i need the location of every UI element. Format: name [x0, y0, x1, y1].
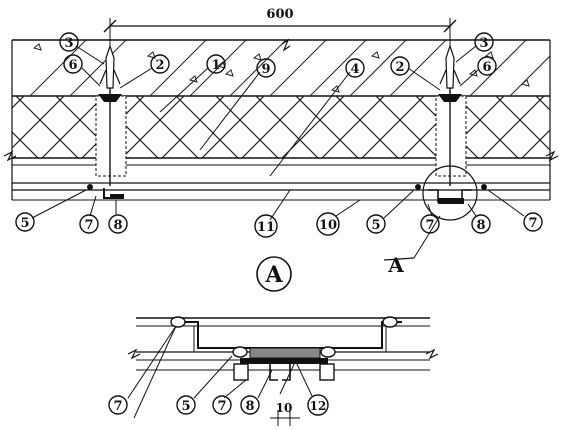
svg-text:7: 7 — [217, 399, 226, 414]
svg-text:10: 10 — [319, 218, 337, 233]
left-anchor-assembly — [87, 44, 127, 199]
detail-circle-a — [422, 165, 478, 221]
callout-9: 9 — [256, 58, 276, 78]
svg-text:12: 12 — [310, 399, 327, 413]
detail-callout-7a: 7 — [108, 395, 128, 415]
callout-4: 4 — [345, 58, 365, 78]
concrete-layer — [11, 38, 551, 200]
insulation-layer — [3, 96, 559, 166]
svg-text:6: 6 — [482, 60, 491, 75]
callout-8-left: 8 — [108, 214, 128, 234]
detail-callout-7b: 7 — [212, 395, 232, 415]
cladding-layers — [12, 182, 550, 201]
callout-1: 1 — [206, 54, 226, 74]
callout-11: 11 — [254, 214, 278, 238]
dimension-10: 10 — [270, 401, 300, 426]
detail-a-view — [127, 316, 439, 381]
callout-7-left: 7 — [79, 214, 99, 234]
callout-5-left: 5 — [15, 212, 35, 232]
callout-8-right: 8 — [471, 214, 491, 234]
svg-text:2: 2 — [155, 58, 164, 73]
callout-7-right: 7 — [523, 212, 543, 232]
callout-10: 10 — [316, 212, 340, 236]
svg-text:6: 6 — [68, 58, 77, 73]
detail-callout-12: 12 — [307, 394, 329, 416]
detail-callout-8: 8 — [240, 395, 260, 415]
dimension-600-text: 600 — [266, 7, 293, 22]
svg-text:3: 3 — [64, 36, 73, 51]
svg-text:7: 7 — [528, 216, 537, 231]
callout-7-mid: 7 — [420, 214, 440, 234]
dimension-line-600: 600 — [103, 7, 457, 60]
svg-text:7: 7 — [84, 218, 93, 233]
svg-text:5: 5 — [20, 216, 29, 231]
svg-text:8: 8 — [113, 218, 122, 233]
callout-6-right: 6 — [477, 56, 497, 76]
svg-text:11: 11 — [257, 220, 275, 235]
callout-3-left: 3 — [59, 32, 79, 52]
svg-text:5: 5 — [181, 399, 190, 414]
right-anchor-assembly — [415, 44, 487, 221]
svg-text:2: 2 — [395, 60, 404, 75]
callout-2-right: 2 — [390, 56, 410, 76]
callout-3-right: 3 — [474, 32, 494, 52]
svg-text:7: 7 — [113, 399, 122, 414]
svg-text:A: A — [264, 262, 283, 288]
svg-text:8: 8 — [476, 218, 485, 233]
svg-text:10: 10 — [276, 401, 293, 415]
svg-text:9: 9 — [261, 62, 270, 77]
detail-title-a: A — [256, 256, 292, 292]
svg-text:1: 1 — [211, 58, 220, 73]
svg-text:7: 7 — [425, 218, 434, 233]
svg-text:8: 8 — [245, 399, 254, 414]
callout-5-right: 5 — [366, 214, 386, 234]
callout-2-left: 2 — [150, 54, 170, 74]
callout-6-left: 6 — [63, 54, 83, 74]
svg-text:4: 4 — [350, 62, 359, 77]
svg-text:5: 5 — [371, 218, 380, 233]
section-marker-a: A — [387, 253, 404, 277]
detail-callout-5: 5 — [176, 395, 196, 415]
svg-text:3: 3 — [479, 36, 488, 51]
